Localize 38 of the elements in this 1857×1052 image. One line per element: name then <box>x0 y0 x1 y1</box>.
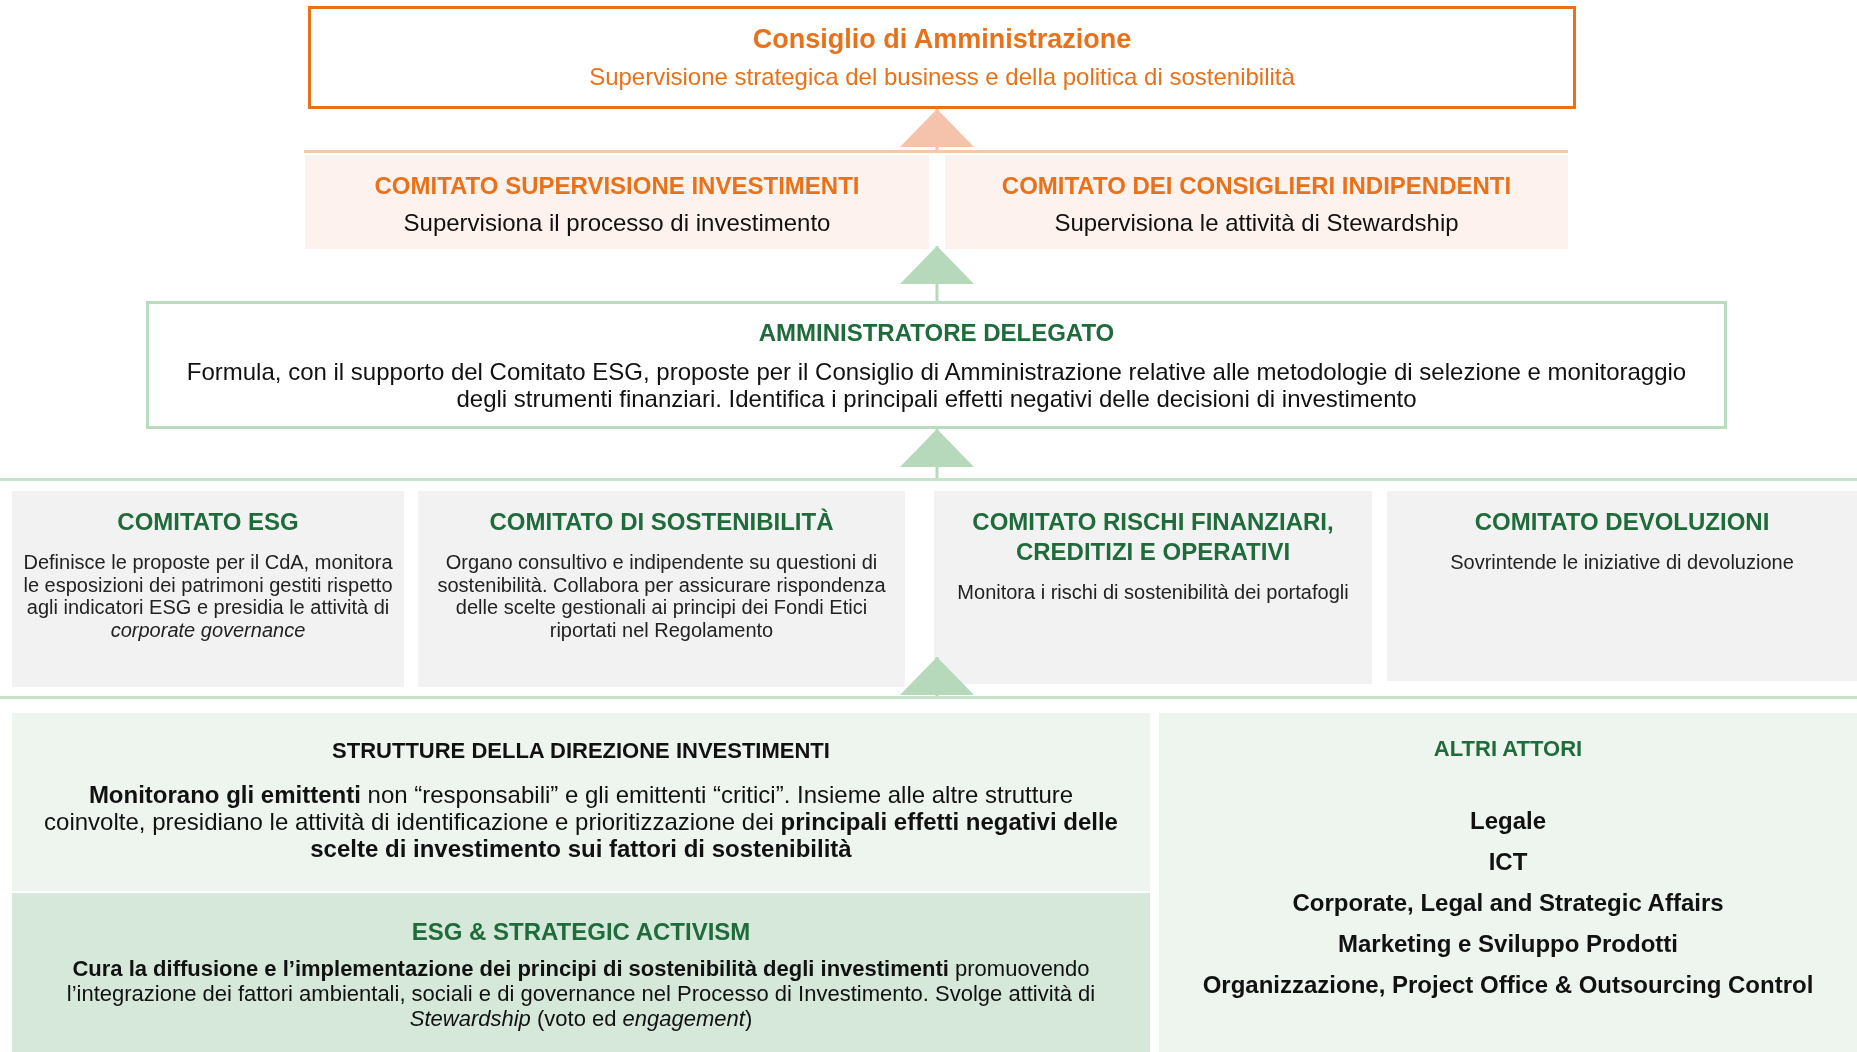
list-item: ICT <box>1488 847 1528 875</box>
heading: AMMINISTRATORE DELEGATO <box>758 318 1115 348</box>
tier-band <box>0 696 1857 1052</box>
description: Formula, con il supporto del Comitato ESG, proposte per il Consiglio di Amministrazione relative alle metodologie di selezione e monitoraggio degli strumenti finanziari. Identifica i principali effetti negativi delle decisioni di investimento <box>185 358 1688 413</box>
arrow <box>900 657 974 696</box>
description: Cura la diffusione e l’implementazione dei principi di sostenibilità degli investimenti promuovendo l’integrazione dei fattori ambientali, sociali e di governance nel Processo di Investimento. Svolge attività di Stewardship (voto ed engagement) <box>65 957 1097 1032</box>
ceo-box <box>146 301 1727 429</box>
heading: Consiglio di Amministrazione <box>752 23 1132 56</box>
heading: COMITATO SUPERVISIONE INVESTIMENTI <box>374 171 860 201</box>
list-item: Marketing e Sviluppo Prodotti <box>1338 929 1678 957</box>
heading: COMITATO RISCHI FINANZIARI, CREDITIZI E OPERATIVI <box>971 507 1335 567</box>
description: Definisce le proposte per il CdA, monitora le esposizioni dei patrimoni gestiti rispetto agli indicatori ESG e presidia le attività di corporate governance <box>22 551 394 642</box>
description: Supervisiona il processo di investimento <box>403 209 831 237</box>
arrow <box>900 429 974 478</box>
description: Monitora i rischi di sostenibilità dei portafogli <box>957 581 1349 604</box>
description: Monitorano gli emittenti non “responsabili” e gli emittenti “critici”. Insieme alle altre strutture coinvolte, presidiano le attività di identificazione e prioritizzazione dei principali effetti negativi delle scelte di investimento sui fattori di sostenibilità <box>43 780 1119 862</box>
heading: COMITATO DEVOLUZIONI <box>1474 507 1770 537</box>
arrow <box>900 109 974 150</box>
description: Supervisiona le attività di Stewardship <box>1054 209 1459 237</box>
heading: COMITATO DEI CONSIGLIERI INDIPENDENTI <box>1001 171 1512 201</box>
heading: STRUTTURE DELLA DIREZIONE INVESTIMENTI <box>332 737 830 765</box>
list-item: Organizzazione, Project Office & Outsourcing Control <box>1202 970 1814 999</box>
heading: ALTRI ATTORI <box>1433 735 1583 763</box>
committee-box <box>934 491 1372 684</box>
tier-band <box>304 150 1568 246</box>
tier-band <box>0 478 1857 684</box>
board-box <box>308 6 1576 109</box>
list-item: Corporate, Legal and Strategic Affairs <box>1292 888 1724 916</box>
description: Supervisione strategica del business e della politica di sostenibilità <box>589 62 1295 90</box>
description: Sovrintende le iniziative di devoluzione <box>1450 551 1794 574</box>
description: Organo consultivo e indipendente su questioni di sostenibilità. Collabora per assicurare rispondenza delle scelte gestionali ai principi dei Fondi Etici riportati nel Regolamento <box>436 551 887 642</box>
department-box <box>12 893 1150 1052</box>
heading: ESG & STRATEGIC ACTIVISM <box>411 917 751 947</box>
list-item: Legale <box>1470 806 1546 834</box>
heading: COMITATO ESG <box>117 507 299 537</box>
heading: COMITATO DI SOSTENIBILITÀ <box>489 507 834 537</box>
committee-box <box>418 491 905 687</box>
arrow <box>900 246 974 301</box>
